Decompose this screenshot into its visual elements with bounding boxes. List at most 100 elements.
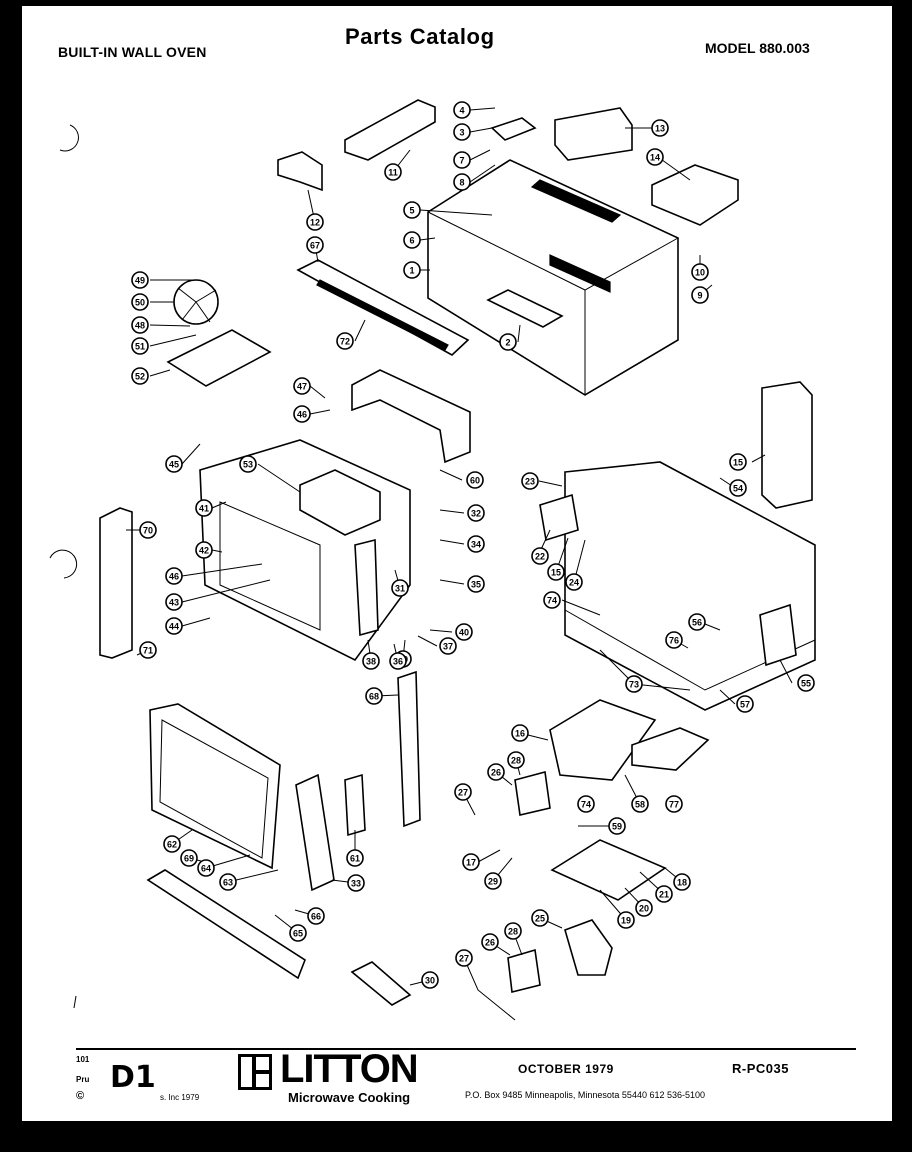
callout-label: 67	[310, 241, 320, 251]
callout-label: 4	[459, 106, 464, 116]
callout-63: 63	[219, 873, 237, 891]
callout-28: 28	[504, 922, 522, 940]
callout-24: 24	[565, 573, 583, 591]
callout-60: 60	[466, 471, 484, 489]
callout-8: 8	[453, 173, 471, 191]
callout-46: 46	[293, 405, 311, 423]
callout-11: 11	[384, 163, 402, 181]
callout-4: 4	[453, 101, 471, 119]
callout-38: 38	[362, 652, 380, 670]
part-fan-motor-lower	[507, 948, 541, 993]
part-fan-motor	[514, 770, 551, 816]
part-waveguide	[299, 469, 381, 536]
product-type-label: BUILT-IN WALL OVEN	[58, 44, 207, 60]
part-corner-bracket	[277, 151, 323, 192]
callout-51: 51	[131, 337, 149, 355]
callout-label: 48	[135, 321, 145, 331]
part-top-shield	[344, 99, 436, 161]
callout-16: 16	[511, 724, 529, 742]
callout-label: 10	[695, 268, 705, 278]
part-mounting-plate	[490, 117, 537, 141]
callout-43: 43	[165, 593, 183, 611]
callout-69: 69	[180, 849, 198, 867]
callout-label: 40	[459, 628, 469, 638]
footer-section-code: D1	[110, 1060, 156, 1095]
callout-label: 41	[199, 504, 209, 514]
callout-label: 16	[515, 729, 525, 739]
callout-label: 27	[459, 954, 469, 964]
callout-label: 6	[409, 236, 414, 246]
callout-label: 8	[459, 178, 464, 188]
callout-label: 15	[733, 458, 743, 468]
callout-42: 42	[195, 541, 213, 559]
callout-label: 24	[569, 578, 579, 588]
callout-21: 21	[655, 885, 673, 903]
callout-74: 74	[577, 795, 595, 813]
callout-49: 49	[131, 271, 149, 289]
punch-hole-marks	[49, 124, 79, 1009]
company-address: P.O. Box 9485 Minneapolis, Minnesota 554…	[465, 1090, 706, 1100]
callout-59: 59	[608, 817, 626, 835]
callout-62: 62	[163, 835, 181, 853]
part-blower-housing	[549, 699, 657, 781]
callout-label: 35	[471, 580, 481, 590]
callout-label: 31	[395, 584, 405, 594]
litton-logo-icon	[238, 1054, 272, 1090]
callout-label: 49	[135, 276, 145, 286]
callout-72: 72	[336, 332, 354, 350]
callout-44: 44	[165, 617, 183, 635]
callout-label: 12	[310, 218, 320, 228]
part-fan-shroud	[166, 329, 272, 387]
callout-label: 17	[466, 858, 476, 868]
callout-50: 50	[131, 293, 149, 311]
part-right-trim	[397, 670, 421, 828]
callout-5: 5	[403, 201, 421, 219]
copyright-text: s. Inc 1979	[160, 1093, 200, 1102]
part-control-label	[350, 961, 412, 1006]
part-blower-scroll	[564, 919, 613, 976]
callout-20: 20	[635, 899, 653, 917]
callout-label: 5	[409, 206, 414, 216]
callout-label: 36	[393, 657, 403, 667]
callout-label: 70	[143, 526, 153, 536]
brand-name: LITTON	[280, 1047, 419, 1091]
callout-label: 47	[297, 382, 307, 392]
callout-66: 66	[307, 907, 325, 925]
callout-label: 19	[621, 916, 631, 926]
callout-label: 7	[459, 156, 464, 166]
callout-71: 71	[139, 641, 157, 659]
callout-35: 35	[467, 575, 485, 593]
catalog-date: OCTOBER 1979	[518, 1062, 614, 1076]
callout-label: 21	[659, 890, 669, 900]
callout-12: 12	[306, 213, 324, 231]
callout-46: 46	[165, 567, 183, 585]
callout-label: 57	[740, 700, 750, 710]
callout-33: 33	[347, 874, 365, 892]
callout-15: 15	[729, 453, 747, 471]
callout-25: 25	[531, 909, 549, 927]
footer-small-code: 101	[76, 1055, 90, 1064]
callout-15: 15	[547, 563, 565, 581]
copyright-symbol: ©	[76, 1090, 85, 1102]
callout-45: 45	[165, 455, 183, 473]
callout-17: 17	[462, 853, 480, 871]
part-control-panel	[295, 773, 335, 892]
part-top-cover	[554, 107, 633, 161]
callout-65: 65	[289, 924, 307, 942]
callout-label: 46	[169, 572, 179, 582]
callout-29: 29	[484, 872, 502, 890]
part-shield-box	[651, 164, 739, 226]
callout-label: 50	[135, 298, 145, 308]
callout-label: 26	[485, 938, 495, 948]
callout-label: 34	[471, 540, 481, 550]
callout-28: 28	[507, 751, 525, 769]
page-title: Parts Catalog	[345, 24, 495, 49]
callout-label: 74	[581, 800, 591, 810]
callout-47: 47	[293, 377, 311, 395]
callout-label: 20	[639, 904, 649, 914]
callout-label: 37	[443, 642, 453, 652]
callout-label: 71	[143, 646, 153, 656]
callout-label: 33	[351, 879, 361, 889]
callout-label: 22	[535, 552, 545, 562]
